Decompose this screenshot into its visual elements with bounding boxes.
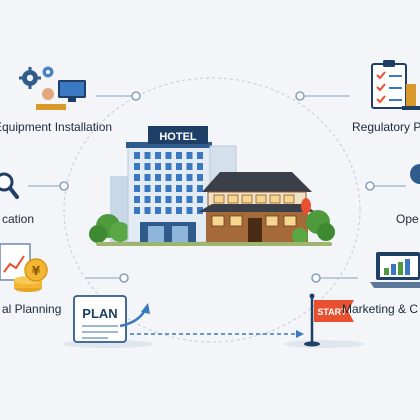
plan-card: PLAN bbox=[73, 295, 127, 343]
hotel-window bbox=[165, 152, 172, 159]
hotel-window bbox=[134, 163, 140, 170]
node-dot bbox=[311, 273, 321, 283]
regulatory-checklist-icon bbox=[371, 60, 420, 110]
financial-planning-icon: ¥ bbox=[0, 243, 48, 292]
hotel-window bbox=[144, 185, 151, 192]
hotel-window bbox=[176, 174, 182, 181]
hotel-window bbox=[155, 196, 161, 203]
hotel-window bbox=[134, 174, 140, 181]
hotel-windows bbox=[134, 152, 203, 214]
hotel-window bbox=[144, 207, 151, 214]
hotel-window bbox=[197, 185, 203, 192]
operations-icon bbox=[410, 164, 420, 184]
hotel-window bbox=[134, 152, 140, 159]
hotel-window bbox=[134, 196, 140, 203]
hotel-window bbox=[144, 174, 151, 181]
label-operations: Ope bbox=[396, 212, 419, 226]
label-financial-planning: al Planning bbox=[2, 302, 62, 316]
node-dot bbox=[59, 181, 69, 191]
hotel-window bbox=[155, 207, 161, 214]
marketing-laptop-icon bbox=[370, 252, 420, 288]
hotel-window bbox=[176, 207, 182, 214]
hotel-window bbox=[155, 185, 161, 192]
hotel-window bbox=[186, 185, 193, 192]
hotel-window bbox=[165, 196, 172, 203]
connector-lines bbox=[28, 95, 406, 279]
hotel-window bbox=[165, 174, 172, 181]
node-dot bbox=[365, 181, 375, 191]
hotel-window bbox=[186, 163, 193, 170]
svg-text:¥: ¥ bbox=[32, 264, 41, 278]
connector-nodes bbox=[59, 91, 375, 283]
hotel-window bbox=[144, 196, 151, 203]
hotel-window bbox=[176, 163, 182, 170]
node-dot bbox=[119, 273, 129, 283]
label-location: cation bbox=[2, 212, 35, 226]
hotel-window bbox=[186, 207, 193, 214]
hotel-window bbox=[197, 196, 203, 203]
label-marketing: Marketing & C bbox=[342, 302, 419, 316]
hotel-sign: HOTEL bbox=[159, 131, 197, 143]
hotel-window bbox=[165, 185, 172, 192]
hotel-window bbox=[165, 163, 172, 170]
hotel-window bbox=[176, 185, 182, 192]
hotel-window bbox=[165, 207, 172, 214]
hotel-window bbox=[197, 207, 203, 214]
node-dot bbox=[295, 91, 305, 101]
node-dot bbox=[131, 91, 141, 101]
hotel-window bbox=[197, 152, 203, 159]
equipment-installation-icon bbox=[19, 66, 86, 110]
central-dashed-ring bbox=[63, 77, 361, 343]
hotel-window bbox=[155, 163, 161, 170]
hotel-window bbox=[134, 207, 140, 214]
start-flag-text: START bbox=[317, 307, 347, 317]
hotel-window bbox=[134, 185, 140, 192]
hotel-window bbox=[186, 174, 193, 181]
label-regulatory: Regulatory P bbox=[352, 120, 420, 134]
plan-card-text: PLAN bbox=[82, 306, 117, 321]
hotel-window bbox=[197, 174, 203, 181]
label-equipment-installation: Equipment Installation bbox=[0, 120, 113, 134]
hotel-window bbox=[186, 152, 193, 159]
hotel-window bbox=[144, 152, 151, 159]
hotel-window bbox=[155, 174, 161, 181]
hotel-window bbox=[176, 196, 182, 203]
hotel-window bbox=[186, 196, 193, 203]
hotel-window bbox=[155, 152, 161, 159]
hotel-window bbox=[197, 163, 203, 170]
hotel-window bbox=[144, 163, 151, 170]
hotel-illustration: HOTEL bbox=[89, 126, 335, 246]
hotel-window bbox=[176, 152, 182, 159]
magnifier-icon bbox=[0, 172, 19, 199]
start-flag: START bbox=[304, 293, 354, 347]
